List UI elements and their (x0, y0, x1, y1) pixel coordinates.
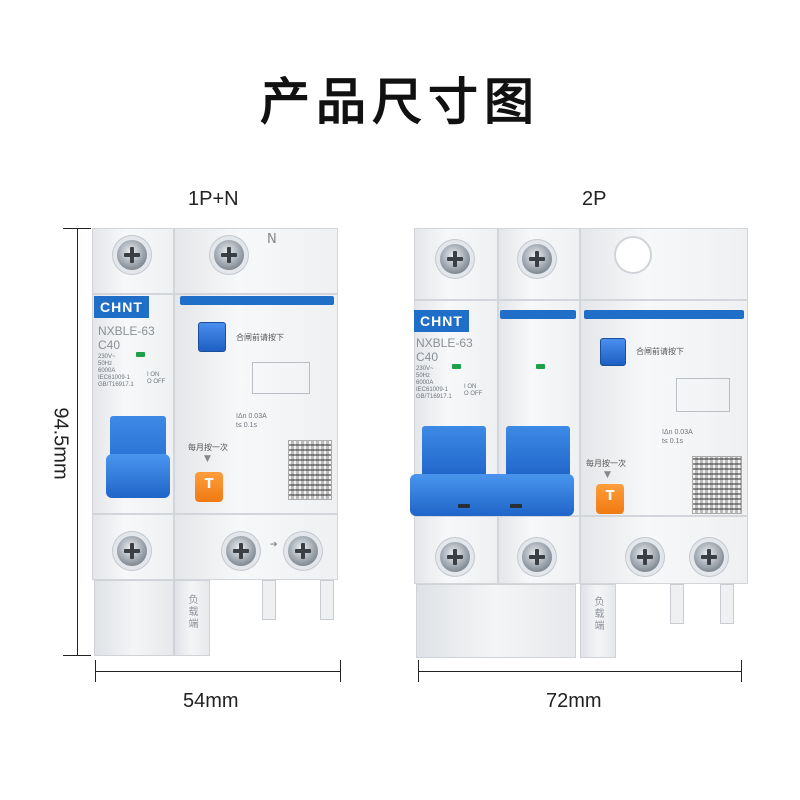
blue-strip (180, 296, 334, 305)
bottom-terminal-block (498, 516, 580, 584)
close-hint: 合闸前请按下 (636, 347, 684, 356)
bottom-housing (94, 580, 174, 656)
terminal-hole (614, 236, 652, 274)
width-dimension-tick (95, 660, 96, 682)
breaker-2p: CHNT NXBLE-63 C40 230V~ 50Hz 6000A IEC61… (410, 228, 748, 658)
page-title: 产品尺寸图 (260, 73, 540, 131)
width-dimension-line-1p-n (95, 671, 340, 672)
wiring-schematic (252, 362, 310, 394)
status-indicator (536, 364, 545, 369)
width-dimension-line-2p (418, 671, 741, 672)
spec-text: 230V~ 50Hz 6000A IEC61009-1 GB/T16917.1 (416, 366, 452, 400)
width-dimension-tick (418, 660, 419, 682)
reset-button[interactable] (198, 322, 226, 352)
reset-button[interactable] (600, 338, 626, 366)
variant-label-1p-n: 1P+N (188, 188, 239, 210)
din-prong (262, 580, 276, 620)
width-dimension-label-1p-n: 54mm (183, 690, 239, 712)
bottom-terminal-block (580, 516, 748, 584)
din-prong (320, 580, 334, 620)
din-prong (720, 584, 734, 624)
terminal-screw-icon[interactable] (694, 542, 724, 572)
bottom-housing (580, 584, 616, 658)
on-off-text: I ON O OFF (464, 384, 483, 397)
width-dimension-tick (340, 660, 341, 682)
load-side-label: 负载端 (186, 594, 197, 630)
neutral-mark: N (267, 232, 277, 247)
terminal-screw-icon[interactable] (117, 240, 147, 270)
arrow-right-icon: ➔ (270, 540, 278, 550)
width-dimension-label-2p: 72mm (546, 690, 602, 712)
model-number: NXBLE-63 (416, 336, 473, 350)
qr-code (288, 440, 332, 500)
terminal-screw-icon[interactable] (440, 542, 470, 572)
current-rating: C40 (98, 338, 121, 352)
terminal-screw-icon[interactable] (214, 240, 244, 270)
height-dimension-label: 94.5mm (49, 407, 72, 480)
terminal-screw-icon[interactable] (288, 536, 318, 566)
toggle-lever-cap[interactable] (106, 454, 170, 498)
spec-text: 230V~ 50Hz 6000A IEC61009-1 GB/T16917.1 (98, 354, 134, 388)
model-number: NXBLE-63 (98, 324, 155, 338)
qr-code (692, 456, 742, 514)
close-hint: 合闸前请按下 (236, 333, 284, 342)
variant-label-2p: 2P (582, 188, 607, 210)
blue-strip (500, 310, 576, 319)
din-prong (670, 584, 684, 624)
breaker-1p-n: N CHNT NXBLE-63 C40 230V~ 50Hz 6000A IEC… (92, 228, 342, 656)
brand-logo: CHNT (414, 310, 469, 332)
terminal-screw-icon[interactable] (522, 542, 552, 572)
test-button[interactable]: T (195, 472, 223, 502)
on-off-text: I ON O OFF (147, 372, 166, 385)
leakage-spec: IΔn 0.03A t≤ 0.1s (236, 413, 267, 429)
bottom-housing (174, 580, 210, 656)
lever-slot (510, 504, 522, 508)
leakage-spec: IΔn 0.03A t≤ 0.1s (662, 429, 693, 445)
toggle-lever-cap[interactable] (410, 474, 574, 516)
monthly-hint: 每月按一次 (188, 443, 228, 452)
load-side-label: 负载端 (592, 596, 603, 632)
height-dimension-tick-top (63, 228, 91, 229)
top-terminal-block (580, 228, 748, 300)
terminal-screw-icon[interactable] (630, 542, 660, 572)
current-rating: C40 (416, 350, 439, 364)
arrow-down-icon: ▼ (604, 470, 611, 480)
test-button[interactable]: T (596, 484, 624, 514)
height-dimension-tick-bottom (63, 655, 91, 656)
bottom-housing (416, 584, 576, 658)
terminal-screw-icon[interactable] (117, 536, 147, 566)
width-dimension-tick (741, 660, 742, 682)
arrow-down-icon: ▼ (204, 454, 211, 464)
top-terminal-block (174, 228, 338, 294)
wiring-schematic (676, 378, 730, 412)
status-indicator (452, 364, 461, 369)
lever-slot (458, 504, 470, 508)
height-dimension-line (77, 228, 78, 655)
monthly-hint: 每月按一次 (586, 459, 626, 468)
terminal-screw-icon[interactable] (522, 244, 552, 274)
terminal-screw-icon[interactable] (226, 536, 256, 566)
blue-strip (584, 310, 744, 319)
terminal-screw-icon[interactable] (440, 244, 470, 274)
status-indicator (136, 352, 145, 357)
brand-logo: CHNT (94, 296, 149, 318)
